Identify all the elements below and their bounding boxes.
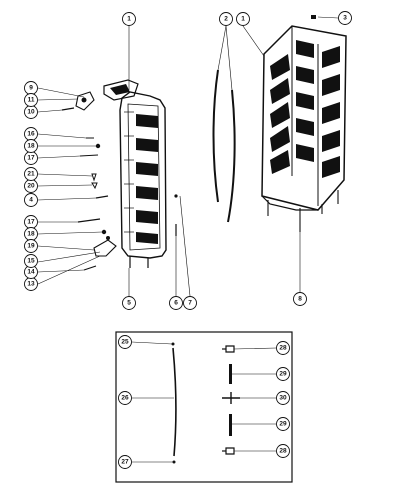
callout-26: 26 [118,391,132,405]
callout-3: 3 [338,11,352,25]
svg-text:18: 18 [27,143,35,150]
svg-text:17: 17 [27,219,35,226]
callout-25: 25 [118,335,132,349]
callout-18-upper: 18 [24,139,38,153]
callout-6: 6 [169,296,183,310]
callout-17-upper: 17 [24,151,38,165]
callout-5: 5 [122,296,136,310]
svg-text:13: 13 [27,281,35,288]
callout-28-lower: 28 [276,444,290,458]
callout-19-upper: 19 [25,128,38,141]
svg-text:16: 16 [27,131,35,138]
svg-text:19: 19 [27,243,35,250]
callout-2: 2 [219,12,233,26]
callout-29-upper: 29 [276,367,290,381]
svg-text:21: 21 [27,171,35,178]
svg-text:1: 1 [127,16,131,23]
svg-text:8: 8 [298,296,302,303]
callout-8: 8 [293,292,307,306]
callout-15: 15 [24,254,38,268]
svg-text:25: 25 [121,339,129,346]
leader-lines [37,16,339,463]
svg-text:9: 9 [29,85,33,92]
svg-text:5: 5 [127,300,131,307]
svg-text:29: 29 [279,421,287,428]
callout-4: 4 [24,193,38,207]
callout-21: 21 [24,167,38,181]
callout-20: 20 [24,179,38,193]
svg-text:2: 2 [224,16,228,23]
svg-text:10: 10 [27,109,35,116]
left-cylinder-block [103,79,167,268]
callout-7: 7 [183,296,197,310]
svg-text:14: 14 [27,269,35,276]
svg-text:18: 18 [27,231,35,238]
svg-text:26: 26 [121,395,129,402]
svg-text:15: 15 [27,258,35,265]
callout-10: 10 [24,105,38,119]
svg-text:29: 29 [279,371,287,378]
callout-27: 27 [118,455,132,469]
right-cylinder-block [261,15,347,232]
callout-1-left: 1 [122,12,136,26]
callout-30: 30 [276,391,290,405]
svg-text:11: 11 [28,97,35,104]
callout-1-right: 1 [236,12,250,26]
svg-text:6: 6 [174,300,178,307]
svg-text:4: 4 [29,197,33,204]
callout-29-lower: 29 [276,417,290,431]
callout-17-lower: 17 [24,215,38,229]
callout-11: 11 [24,93,38,107]
callout-9: 9 [24,81,38,95]
svg-text:17: 17 [27,155,35,162]
svg-text:3: 3 [343,15,347,22]
svg-text:30: 30 [279,395,287,402]
callout-18-lower: 18 [24,227,38,241]
callout-13: 13 [24,277,38,291]
inset-box [115,331,293,483]
left-hardware [61,91,178,271]
seal-strip [212,69,236,223]
svg-text:28: 28 [279,345,287,352]
svg-text:1: 1 [241,16,245,23]
callout-28-upper: 28 [276,341,290,355]
svg-text:7: 7 [188,300,192,307]
svg-text:20: 20 [27,183,35,190]
svg-text:27: 27 [121,459,129,466]
callout-19-lower: 19 [24,239,38,253]
svg-text:28: 28 [279,448,287,455]
